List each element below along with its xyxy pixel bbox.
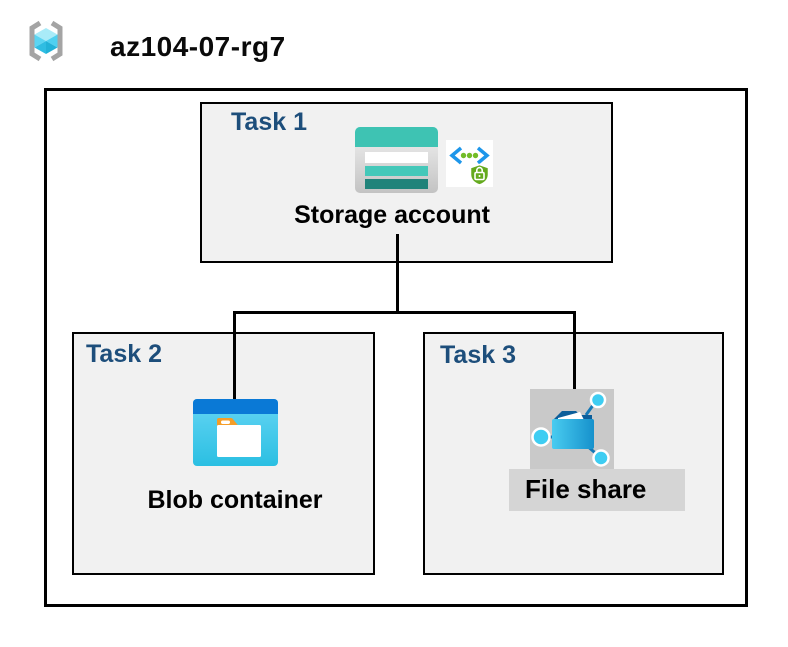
file-share-label: File share: [525, 474, 647, 504]
task1-label: Task 1: [231, 108, 307, 136]
connector-to-blob-container: [233, 311, 236, 401]
connector-storage-down: [396, 234, 399, 314]
file-share-label-highlight: File share: [509, 469, 685, 511]
file-share-icon: [530, 389, 614, 470]
resource-group-name: az104-07-rg7: [110, 31, 286, 62]
connector-to-file-share: [573, 311, 576, 391]
task3-label: Task 3: [440, 341, 516, 369]
resource-group-icon: [26, 19, 66, 63]
storage-account-icon: [355, 127, 438, 193]
task2-label: Task 2: [86, 340, 162, 368]
blob-container-icon: [193, 399, 278, 466]
shared-access-signature-icon: [446, 140, 493, 187]
blob-container-label: Blob container: [147, 486, 323, 514]
storage-account-label: Storage account: [294, 201, 490, 229]
connector-branch-horizontal: [233, 311, 576, 314]
